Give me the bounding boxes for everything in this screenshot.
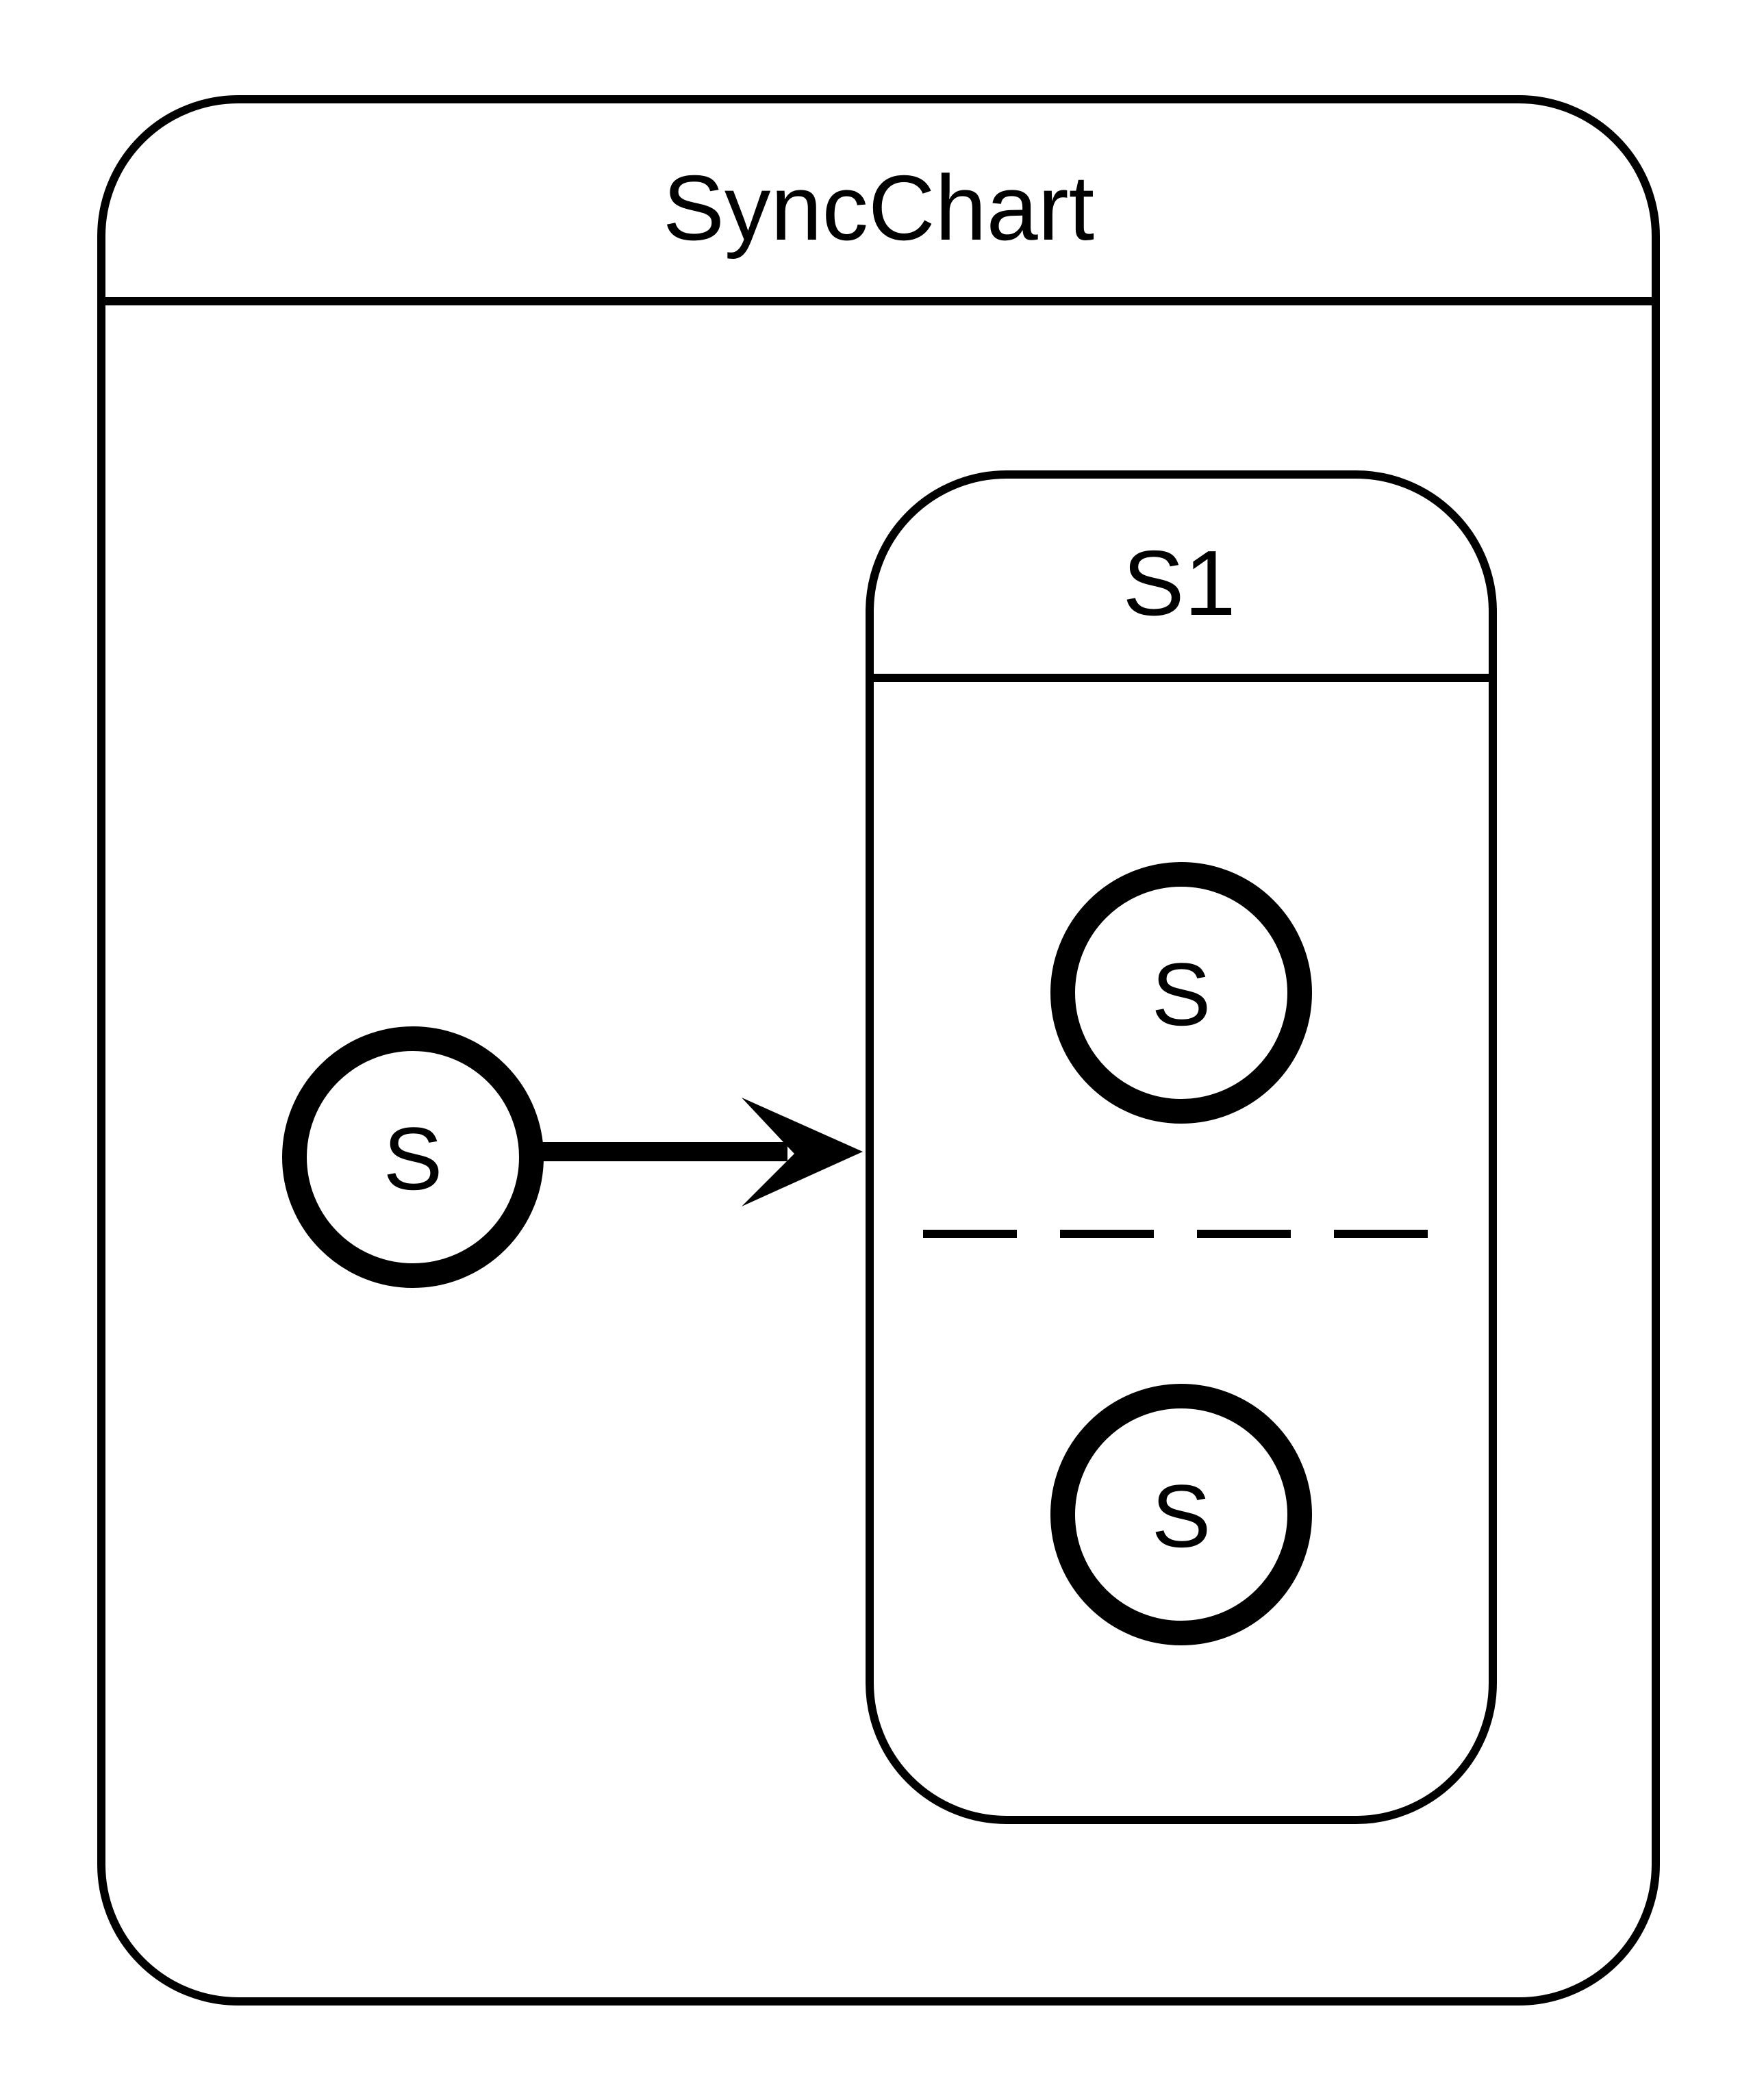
region-top-state-circle [1050,862,1312,1124]
composite-state-title: S1 [1122,531,1235,635]
composite-state-s1[interactable]: S1 S S [866,470,1497,1824]
outer-state-syncchart[interactable]: SyncChart [97,95,1660,2006]
region-bottom-state-label: S [1152,1466,1211,1566]
region-bottom-state[interactable]: S [1050,1384,1312,1645]
transition-arrow[interactable] [541,1098,863,1206]
region-top-state-label: S [1152,944,1211,1044]
outer-state-border [97,95,1660,2006]
composite-state-border [866,470,1497,1824]
arrowhead-icon [742,1098,863,1206]
region-top-state[interactable]: S [1050,862,1312,1124]
outer-state-title: SyncChart [663,156,1094,260]
initial-state-circle [282,1026,544,1288]
region-bottom-state-circle [1050,1384,1312,1645]
initial-state-label: S [383,1109,443,1209]
initial-state[interactable]: S [282,1026,544,1288]
